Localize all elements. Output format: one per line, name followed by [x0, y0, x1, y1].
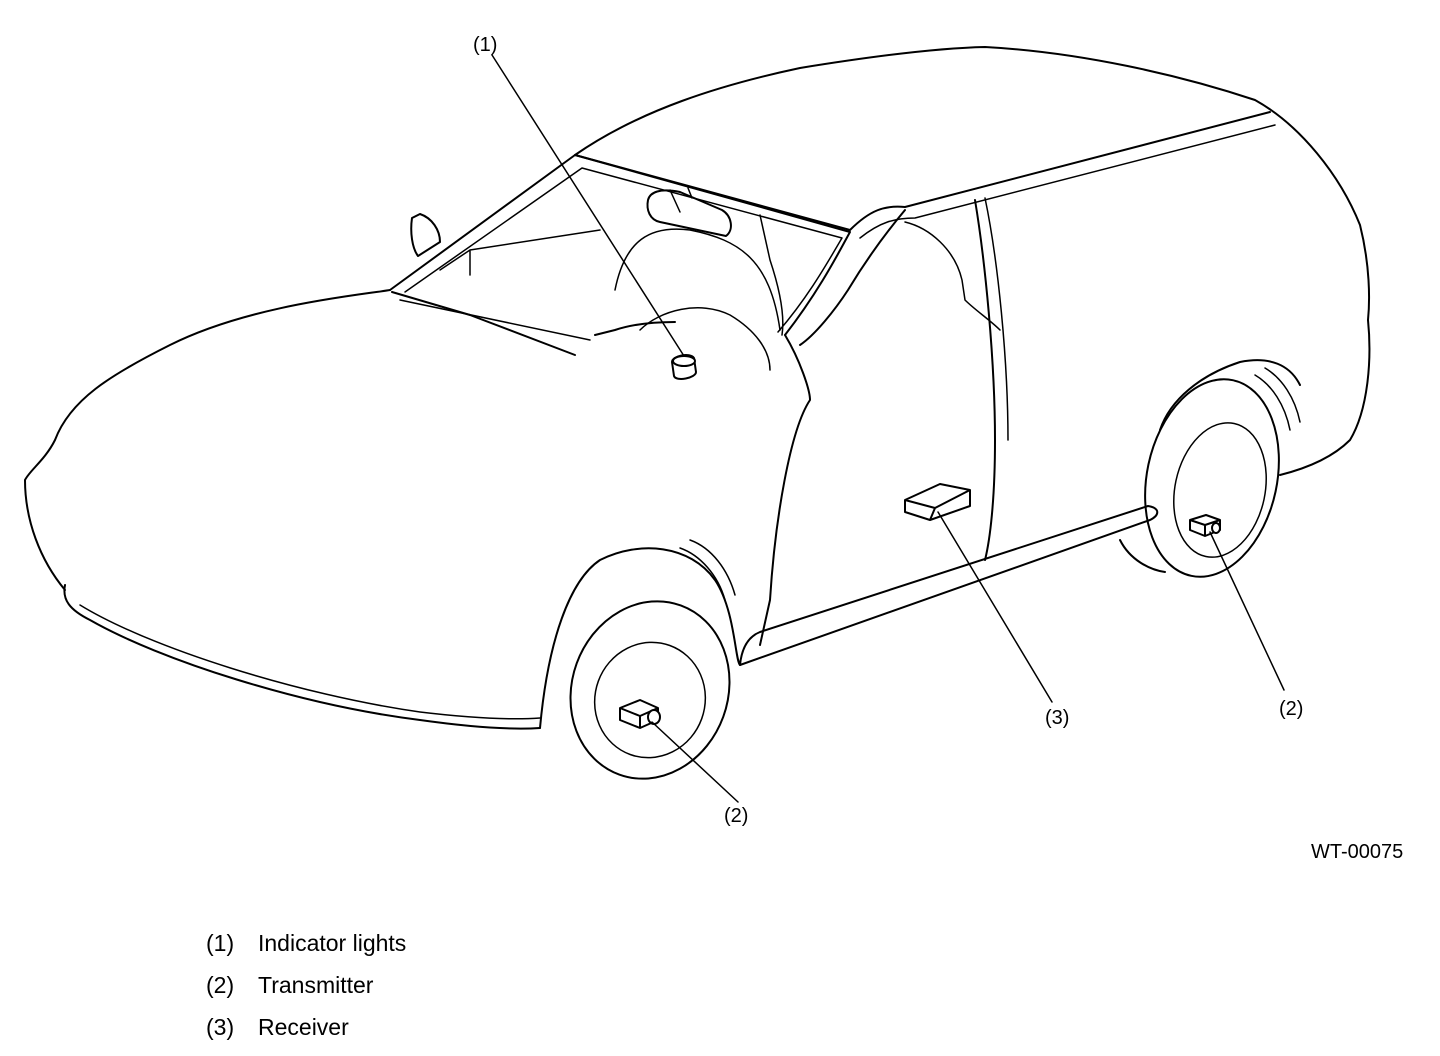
rear-mudflap: [1119, 539, 1166, 573]
rear-rim: [1173, 422, 1267, 558]
windshield: [389, 154, 851, 336]
leader-line-1: [491, 54, 685, 357]
rear-tire: [1144, 378, 1280, 578]
figure-code: WT-00075: [1311, 841, 1404, 863]
side-sill: [739, 505, 1159, 666]
hood-crease: [399, 299, 591, 341]
legend-number: (1): [206, 930, 235, 956]
leader-line-2-rear: [1209, 531, 1285, 691]
steering: [639, 307, 771, 371]
legend-label-receiver: Receiver: [258, 1014, 349, 1040]
rearview-mirror: [646, 189, 732, 237]
legend-label-indicator-lights: Indicator lights: [258, 930, 407, 956]
a-pillar-inner: [759, 214, 784, 336]
legend-number: (2): [206, 972, 235, 998]
callout-label-2-front: (2): [724, 805, 749, 827]
front-rim: [593, 641, 707, 759]
front-bumper-lower: [79, 604, 541, 720]
rear-tire-tread: [1254, 367, 1301, 431]
interior-dash: [439, 228, 781, 331]
roof-rail: [574, 111, 1271, 231]
rear-body: [1279, 319, 1371, 476]
roof-outline: [574, 46, 1371, 321]
windshield-inner: [404, 167, 843, 333]
front-tire: [569, 600, 731, 780]
body-side: [759, 209, 906, 646]
receiver-part: [904, 483, 971, 521]
indicator-light-part: [671, 354, 697, 380]
callout-label-3: (3): [1045, 707, 1070, 729]
rear-door-window: [904, 221, 1001, 331]
callout-label-2-rear: (2): [1279, 698, 1304, 720]
transmitter-front-part: [619, 699, 661, 729]
hood-line: [24, 289, 391, 591]
roof-rail-inner: [859, 124, 1276, 239]
leader-line-2-front: [651, 721, 739, 803]
rear-quarter: [1159, 359, 1301, 431]
front-tire-tread: [679, 539, 736, 601]
front-bumper: [63, 584, 541, 730]
leader-line-3: [937, 511, 1053, 703]
callout-label-1: (1): [473, 34, 498, 56]
rearview-stem: [669, 187, 693, 213]
legend-number: (3): [206, 1014, 235, 1040]
legend-label-transmitter: Transmitter: [258, 972, 374, 998]
transmitter-rear-part: [1189, 514, 1221, 537]
front-wheel-arch: [539, 547, 741, 729]
b-pillar: [974, 199, 996, 561]
b-pillar-inner: [984, 197, 1009, 441]
side-mirror: [410, 213, 441, 257]
cowl-line: [391, 291, 676, 356]
